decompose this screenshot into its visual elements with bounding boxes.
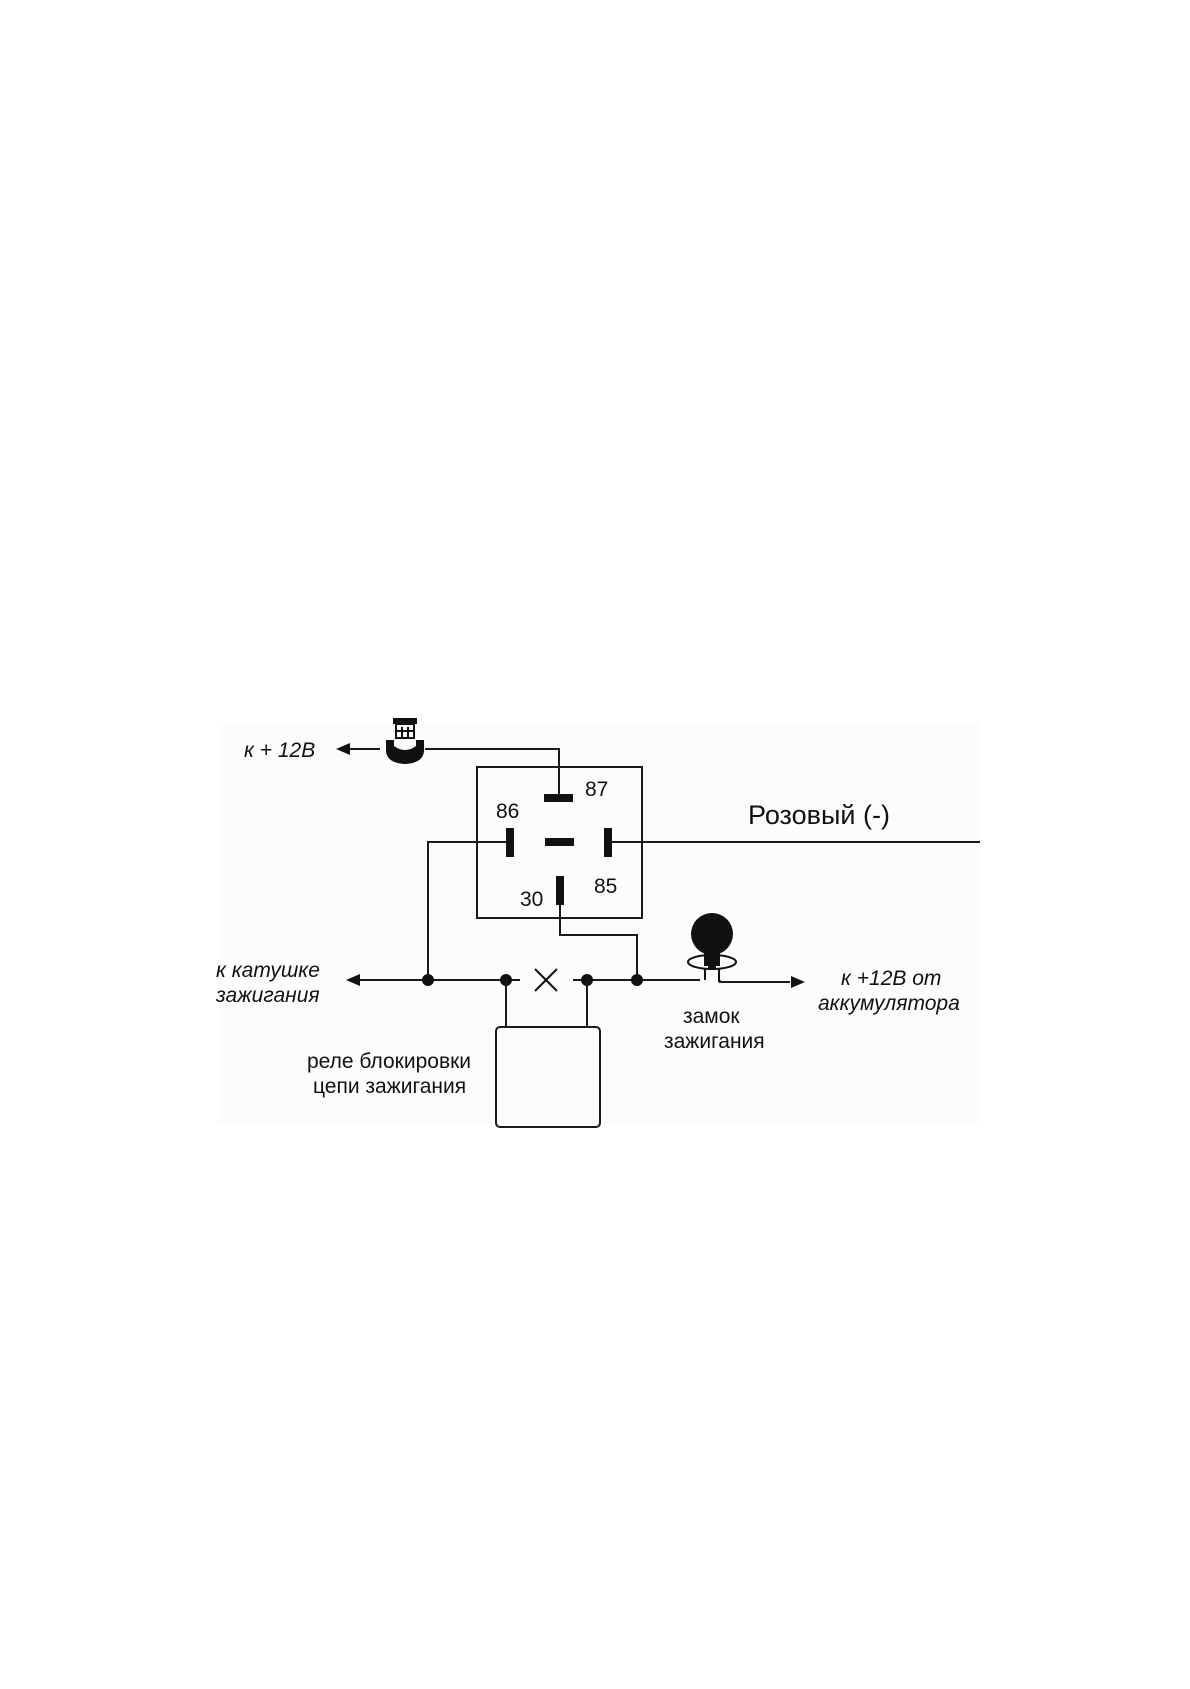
- label-coil-1: к катушке: [216, 959, 320, 982]
- label-coil-2: зажигания: [215, 984, 320, 1007]
- pin-30-label: 30: [520, 888, 543, 911]
- label-battery-1: к +12В от: [841, 967, 941, 990]
- relay-pin-85: [604, 828, 612, 857]
- block-relay-box: [495, 1026, 601, 1128]
- arrow-to-battery: [791, 976, 805, 988]
- relay-pin-87: [544, 794, 573, 802]
- junction-30: [631, 974, 643, 986]
- pin-86-label: 86: [496, 800, 519, 823]
- pin-87-label: 87: [585, 778, 608, 801]
- junction-86: [422, 974, 434, 986]
- label-ignition-2: зажигания: [664, 1030, 765, 1053]
- relay-contact-icon: [534, 968, 558, 992]
- label-block-relay-2: цепи зажигания: [313, 1075, 466, 1098]
- label-battery-2: аккумулятора: [818, 992, 960, 1015]
- wire-87: [425, 748, 560, 794]
- fuse-icon: [386, 718, 424, 764]
- arrow-to-coil: [346, 974, 360, 986]
- relay-pin-center: [545, 838, 574, 846]
- label-to-plus12: к + 12В: [244, 739, 315, 762]
- label-block-relay-1: реле блокировки: [307, 1050, 471, 1073]
- label-ignition-1: замок: [683, 1005, 740, 1028]
- wire-30: [559, 905, 638, 980]
- pin-85-label: 85: [594, 875, 617, 898]
- ignition-switch-icon: [687, 913, 737, 982]
- relay-pin-86: [506, 828, 514, 857]
- label-pink: Розовый (-): [748, 800, 890, 830]
- relay-pin-30: [556, 876, 564, 905]
- arrow-to-plus12: [336, 743, 350, 755]
- wire-86: [427, 841, 506, 980]
